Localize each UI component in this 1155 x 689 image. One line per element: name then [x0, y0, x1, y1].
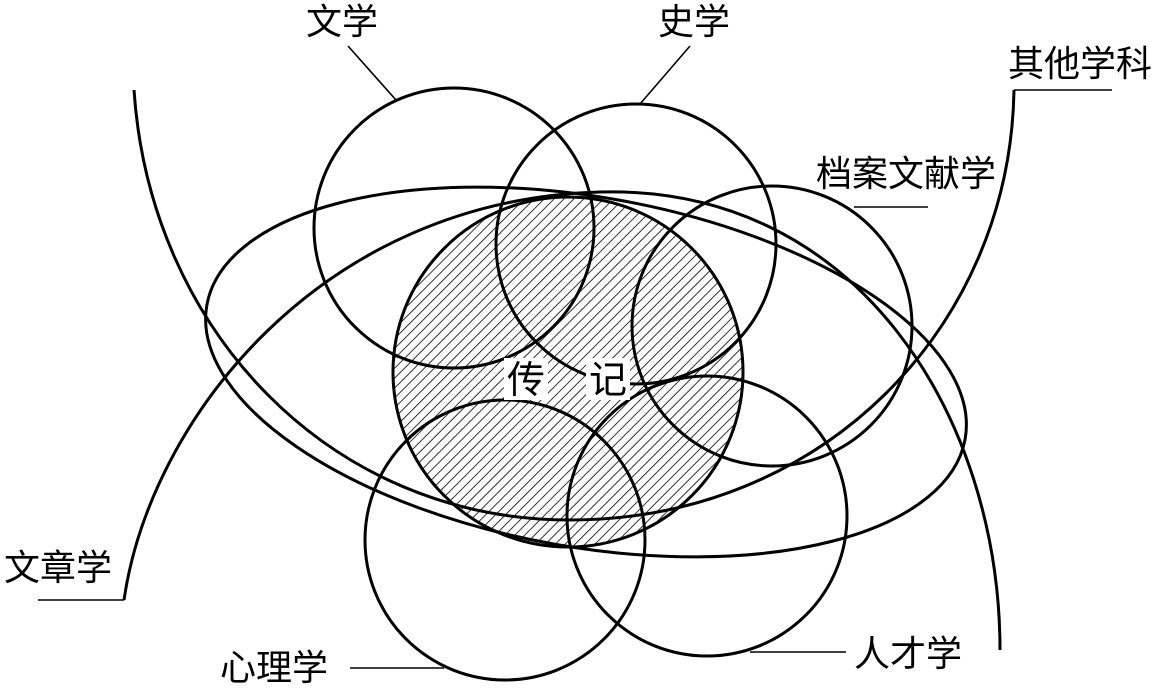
- history-leader: [639, 45, 691, 105]
- label-psychology: 心理学: [220, 648, 328, 689]
- composition-studies-arc: [122, 190, 1002, 651]
- archival-studies-circle: [630, 184, 914, 468]
- label-other-disciplines: 其他学科: [1008, 44, 1152, 85]
- center-label-left: 传: [507, 358, 545, 402]
- literature-leader: [347, 45, 397, 101]
- label-talent-studies: 人才学: [854, 634, 962, 675]
- literature-circle: [312, 86, 596, 370]
- history-circle: [494, 102, 778, 386]
- label-archival-studies: 档案文献学: [816, 154, 996, 195]
- talent-studies-circle: [565, 374, 849, 658]
- label-literature: 文学: [306, 2, 378, 43]
- center-label-right-bg: [586, 358, 630, 400]
- label-history: 史学: [658, 2, 730, 43]
- center-label-right: 记: [589, 358, 627, 402]
- biography-circle: [391, 195, 745, 549]
- center-label-left-bg: [504, 358, 548, 400]
- label-composition-studies: 文章学: [4, 548, 112, 589]
